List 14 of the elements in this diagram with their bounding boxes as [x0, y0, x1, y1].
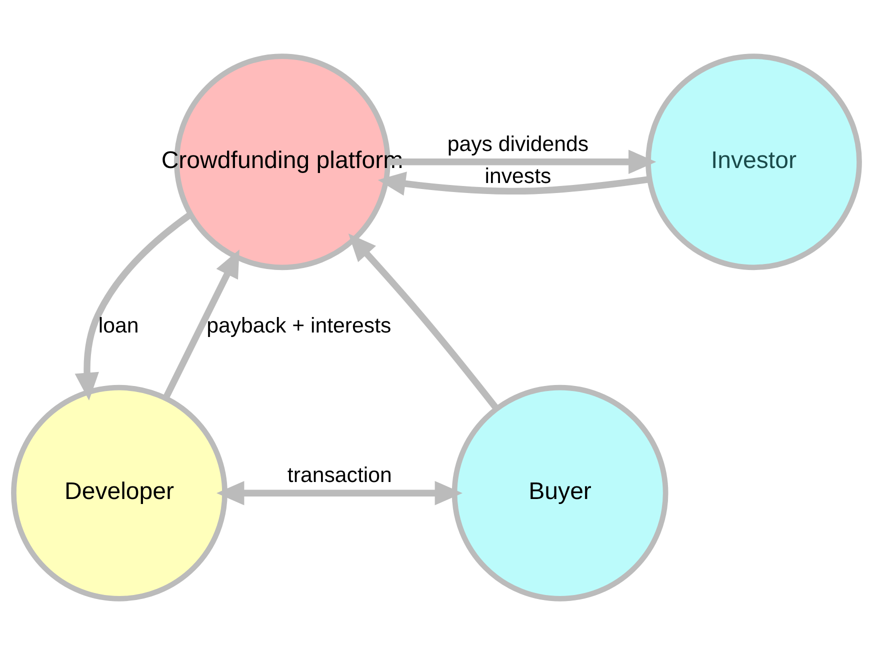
arrow — [216, 481, 463, 506]
edge-label: transaction — [287, 463, 392, 488]
edge-label: pays dividends — [447, 132, 589, 156]
node-circle: Developer — [11, 384, 228, 602]
arrow — [348, 234, 500, 411]
arrow — [378, 172, 650, 196]
edge-label: invests — [484, 164, 552, 188]
arrow — [388, 150, 656, 174]
edge-label: payback + interests — [206, 314, 392, 338]
edge-label: loan — [98, 314, 139, 338]
arrow — [74, 212, 192, 400]
node-circle: Investor — [646, 54, 862, 270]
arrow — [162, 249, 240, 400]
node-circle: Buyer — [452, 384, 668, 602]
